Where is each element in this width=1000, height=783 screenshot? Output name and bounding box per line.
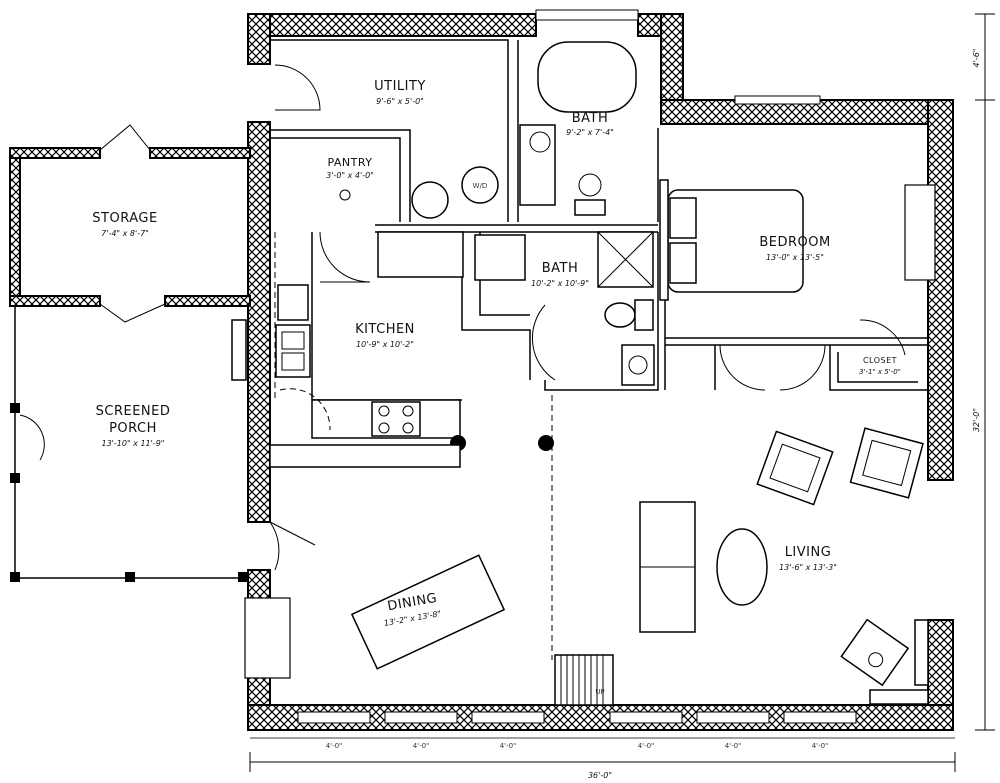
stair: [554, 654, 614, 706]
kitchen-fixtures: [269, 231, 554, 468]
bath-top-label: BATH: [572, 111, 609, 126]
mid-bath-fixtures: [474, 231, 655, 386]
doors: [19, 64, 906, 571]
dining-table: [350, 554, 506, 670]
window-dim-6: 4'-0": [812, 742, 829, 750]
closet-label: CLOSET: [863, 356, 897, 365]
storage-dims: 7'-4" x 8'-7": [101, 229, 149, 238]
exterior-walls: [9, 13, 954, 731]
utility-fixtures: [339, 166, 499, 219]
bottom-windows: [297, 711, 857, 724]
pantry-label: PANTRY: [327, 156, 372, 169]
top-offset-label: 4'-6": [972, 49, 981, 68]
window-dim-2: 4'-0": [413, 742, 430, 750]
top-window: [535, 9, 639, 21]
kitchen-dims: 10'-9" x 10'-2": [356, 340, 414, 349]
washer-dryer-label: W/D: [473, 182, 488, 190]
dining-window: [244, 597, 291, 679]
bedroom-dims: 13'-0" x 13'-5": [766, 253, 824, 262]
top-bath-fixtures: [519, 41, 637, 216]
kitchen-label: KITCHEN: [355, 322, 415, 337]
window-dim-5: 4'-0": [725, 742, 742, 750]
bath-mid-dims: 10'-2" x 10'-9": [531, 279, 589, 288]
porch-label-line2: PORCH: [109, 421, 157, 436]
bath-mid-label: BATH: [542, 261, 579, 276]
bedroom-window: [734, 95, 821, 105]
porch-dims: 13'-10" x 11'-9": [102, 439, 165, 448]
window-dim-4: 4'-0": [638, 742, 655, 750]
bedroom-label: BEDROOM: [759, 235, 830, 250]
overall-depth-label: 32'-0": [972, 408, 981, 432]
bedroom-bay-window: [904, 184, 936, 281]
bath-top-dims: 9'-2" x 7'-4": [566, 128, 614, 137]
stair-up-label: UP: [595, 688, 604, 696]
window-dim-3: 4'-0": [500, 742, 517, 750]
utility-label: UTILITY: [374, 79, 426, 94]
living-label: LIVING: [785, 545, 832, 560]
storage-label: STORAGE: [92, 211, 157, 226]
utility-dims: 9'-6" x 5'-0": [376, 97, 424, 106]
porch-structure: [10, 306, 248, 582]
overall-width-label: 36'-0": [588, 771, 612, 780]
dimension-lines: [249, 13, 995, 772]
porch-label-line1: SCREENED: [96, 404, 171, 419]
bedroom-furniture: [659, 179, 804, 301]
closet-dims: 3'-1" x 5'-0": [859, 368, 901, 376]
living-dims: 13'-6" x 13'-3": [779, 563, 837, 572]
living-furniture: [639, 427, 929, 705]
window-dim-1: 4'-0": [326, 742, 343, 750]
pantry-dims: 3'-0" x 4'-0": [326, 171, 374, 180]
